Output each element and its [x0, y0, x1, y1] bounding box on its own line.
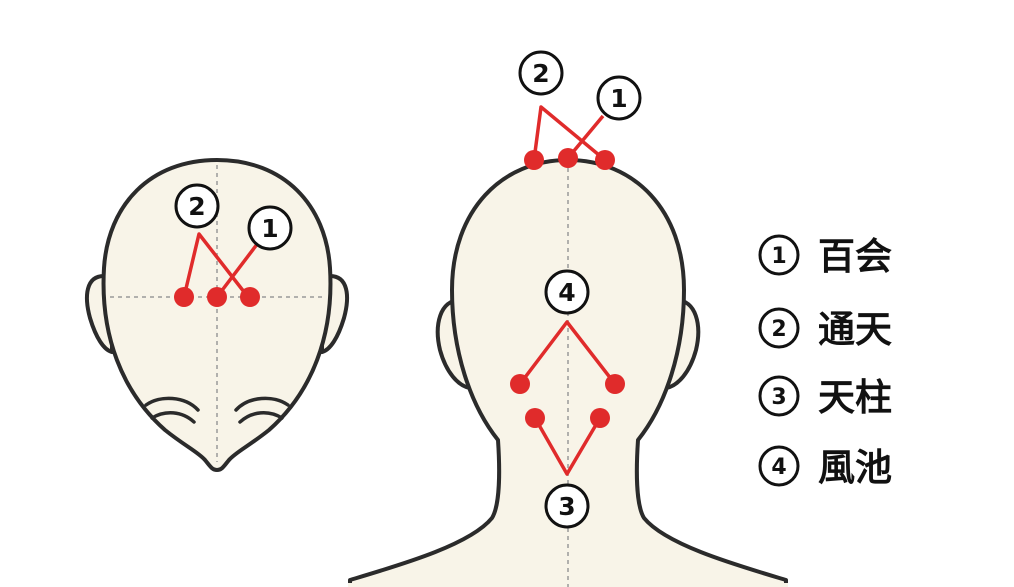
back-view-badge-4: 4 [544, 269, 590, 315]
svg-text:1: 1 [261, 214, 278, 243]
legend-badge [758, 307, 800, 349]
back-view-badge-1: 1 [596, 75, 642, 121]
legend-label: 天柱 [818, 376, 892, 419]
svg-text:1: 1 [610, 84, 627, 113]
legend-item-3: 3 天柱 [758, 375, 892, 419]
svg-text:2: 2 [532, 59, 549, 88]
legend-number: 1 [771, 244, 786, 269]
top-view-badge-1: 1 [247, 205, 293, 251]
back-view-point-hyakue [558, 148, 578, 168]
legend-badge [758, 375, 800, 417]
back-view-leader-3 [533, 417, 602, 476]
back-view-point-tsuten-right [595, 150, 615, 170]
top-view-point-hyakue [207, 287, 227, 307]
legend-label: 通天 [818, 308, 892, 351]
top-view-right-brow [234, 396, 290, 412]
legend-label: 風池 [818, 446, 892, 489]
legend-badge [758, 234, 800, 276]
top-view-left-brow-inner [150, 411, 196, 424]
legend: 1 百会 2 通天 3 天柱 4 風池 [758, 234, 892, 489]
legend-label: 百会 [818, 235, 892, 278]
top-view-point-tsuten-right [240, 287, 260, 307]
top-view-right-brow-inner [238, 411, 284, 424]
legend-number: 2 [771, 317, 786, 342]
back-view-leader-4 [518, 320, 617, 386]
back-view-head: 2 1 4 3 [348, 50, 788, 587]
back-view-point-tenchu-left [525, 408, 545, 428]
back-view-point-tenchu-right [590, 408, 610, 428]
svg-text:3: 3 [558, 492, 575, 521]
legend-item-4: 4 風池 [758, 445, 892, 489]
legend-badge [758, 445, 800, 487]
top-view-badge-2: 2 [174, 183, 220, 229]
legend-item-2: 2 通天 [758, 307, 892, 351]
top-view-head: 2 1 [85, 158, 349, 472]
back-view-point-fuchi-left [510, 374, 530, 394]
legend-item-1: 1 百会 [758, 234, 892, 278]
back-view-badge-2: 2 [518, 50, 564, 96]
back-view-badge-3: 3 [544, 483, 590, 529]
back-view-point-tsuten-left [524, 150, 544, 170]
back-view-leader-2 [532, 105, 607, 162]
legend-number: 4 [771, 455, 786, 480]
svg-text:2: 2 [188, 192, 205, 221]
top-view-left-brow [144, 396, 200, 412]
back-view-point-fuchi-right [605, 374, 625, 394]
top-view-point-tsuten-left [174, 287, 194, 307]
top-view-leader-1 [215, 241, 260, 299]
legend-number: 3 [771, 385, 786, 410]
svg-text:4: 4 [558, 278, 575, 307]
